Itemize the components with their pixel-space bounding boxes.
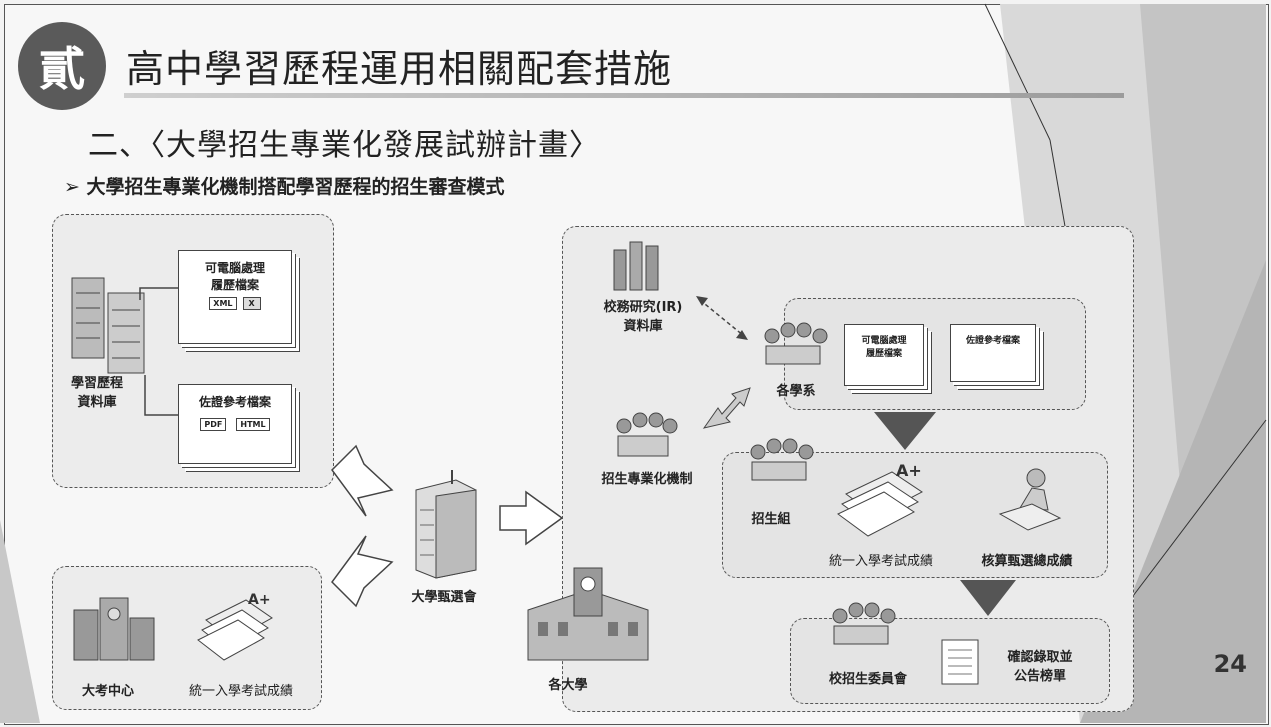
departments-group-icon [764, 322, 828, 365]
dept-doc-2-title: 佐證參考檔案 [965, 336, 1020, 346]
school-committee-group-icon [832, 602, 896, 645]
departments-label: 各學系 [776, 384, 816, 399]
page-subtitle: 二、〈大學招生專業化發展試辦計畫〉 [88, 128, 600, 163]
notice-document-icon [941, 639, 979, 685]
server-icon [71, 277, 145, 374]
ir-database-icon [613, 241, 659, 291]
meeting-group-icon [616, 412, 678, 457]
committee-label: 大學甄選會 [411, 590, 477, 605]
admissions-exam-scores-label: 統一入學考試成績 [828, 554, 933, 569]
portfolio-doc-top: 可電腦處理 履歷檔案 XML X [178, 250, 292, 344]
exam-paper-icon: A+ [197, 592, 273, 661]
bullet-text: 大學招生專業化機制搭配學習歷程的招生審查模式 [86, 176, 505, 198]
dept-doc-2: 佐證參考檔案 [950, 324, 1036, 382]
dept-doc-1-title: 可電腦處理 履歷檔案 [861, 336, 907, 359]
page-title: 高中學習歷程運用相關配套措施 [126, 47, 673, 91]
section-badge: 貳 [18, 22, 106, 110]
confirm-admission-label: 確認錄取並 公告榜單 [1007, 650, 1073, 684]
admissions-label: 招生組 [751, 512, 791, 527]
connector-lines [139, 287, 178, 416]
doc-top-title: 可電腦處理 履歷檔案 [204, 261, 265, 292]
admissions-exam-paper-icon: A+ [837, 461, 923, 537]
university-label: 各大學 [548, 678, 588, 693]
university-building-icon [527, 567, 649, 661]
arrow-to-university [499, 490, 564, 546]
exam-center-label: 大考中心 [81, 684, 134, 699]
school-committee-label: 校招生委員會 [828, 672, 907, 687]
down-arrow-1 [874, 412, 936, 450]
ir-database-label: 校務研究(IR) 資料庫 [603, 300, 683, 334]
excel-icon: X [242, 297, 261, 310]
calc-total-label: 核算甄選總成績 [981, 554, 1073, 569]
admissions-group-icon [750, 438, 814, 481]
arrows-to-committee [331, 444, 394, 608]
pdf-icon: PDF [200, 418, 227, 431]
xml-icon: XML [209, 297, 237, 310]
portfolio-database-label: 學習歷程 資料庫 [70, 376, 123, 410]
grade-mark: A+ [248, 592, 271, 608]
dept-doc-1: 可電腦處理 履歷檔案 [844, 324, 924, 386]
mechanism-dept-arrow [702, 387, 751, 429]
bullet-line: ➢ 大學招生專業化機制搭配學習歷程的招生審查模式 [64, 172, 505, 199]
ir-link-arrow [696, 296, 748, 340]
admissions-grade-mark: A+ [896, 461, 922, 480]
exam-center-building-icon [73, 597, 155, 661]
page-number: 24 [1213, 650, 1247, 678]
committee-building-icon [415, 470, 477, 579]
html-icon: HTML [236, 418, 270, 431]
doc-bottom-title: 佐證參考檔案 [198, 395, 271, 409]
mechanism-label: 招生專業化機制 [601, 472, 693, 487]
exam-scores-left-label: 統一入學考試成績 [188, 684, 293, 699]
title-divider [124, 93, 1124, 98]
bullet-marker: ➢ [64, 176, 80, 198]
departments-box [784, 298, 1086, 410]
grader-icon [998, 468, 1062, 531]
down-arrow-2 [960, 580, 1016, 616]
portfolio-doc-bottom: 佐證參考檔案 PDF HTML [178, 384, 292, 464]
